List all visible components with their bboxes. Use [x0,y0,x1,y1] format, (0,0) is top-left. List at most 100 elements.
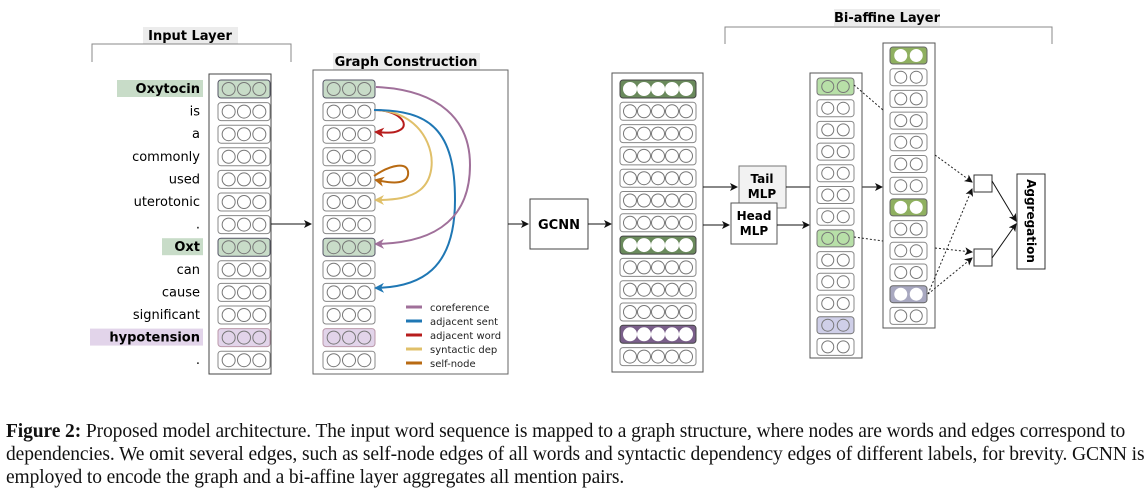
tail-representation [816,316,855,335]
unit-circle [894,157,908,171]
tail-representation [816,229,855,248]
pair-score-node-1 [973,174,993,193]
unit-circle [252,82,267,96]
unit-circle [221,353,236,368]
unit-circle [821,275,835,289]
unit-circle [326,104,341,119]
unit-circle [679,260,693,275]
word-token: . [196,353,200,368]
unit-circle [651,215,665,230]
unit-circle [651,126,665,141]
tail-representation [816,120,855,139]
unit-circle [679,327,693,342]
unit-circle [357,285,372,300]
unit-circle [651,148,665,163]
unit-circle [357,217,372,232]
tail-representation [816,337,855,356]
unit-circle [342,285,356,300]
unit-circle [836,80,850,93]
input-embedding [217,237,271,257]
unit-circle [637,215,651,230]
unit-circle [342,262,356,277]
head-representation [889,176,928,195]
input-embedding [217,350,271,370]
graph-nodes [322,79,376,370]
unit-circle [909,157,923,171]
unit-circle [357,353,372,368]
unit-circle [836,101,850,115]
tail-mlp-label-2: MLP [748,187,777,201]
word-token: can [177,263,200,278]
unit-circle [909,114,923,128]
unit-circle [651,171,665,186]
unit-circle [221,149,236,164]
unit-circle [909,179,923,193]
unit-circle [894,179,908,193]
unit-circle [326,262,341,277]
unit-circle [252,149,267,164]
unit-circle [623,171,637,186]
unit-circle [821,123,835,137]
unit-circle [237,330,251,345]
input-layer-title: Input Layer [148,29,232,44]
gcnn-node-embedding [619,280,697,300]
word-token: Oxytocin [136,82,200,97]
unit-circle [637,305,651,319]
unit-circle [909,49,923,62]
unit-circle [679,305,693,319]
unit-circle [836,297,850,310]
unit-circle [665,104,679,119]
unit-circle [357,127,372,142]
unit-circle [237,353,251,368]
unit-circle [909,309,923,323]
unit-circle [237,217,251,232]
unit-circle [357,149,372,164]
legend-label: adjacent sent [430,317,498,328]
head-representation [889,285,928,304]
unit-circle [665,260,679,275]
gcnn-output-column [611,72,704,373]
unit-circle [836,318,850,332]
unit-circle [623,349,637,364]
unit-circle [623,126,637,141]
input-embedding [217,124,271,144]
unit-circle [221,195,236,209]
unit-circle [637,126,651,141]
gcnn-node-embedding [619,213,697,233]
unit-circle [909,92,923,106]
unit-circle [637,171,651,186]
unit-circle [836,145,850,159]
unit-circle [909,244,923,258]
unit-circle [651,349,665,364]
head-representations-column [882,42,936,329]
tail-representation [816,294,855,313]
unit-circle [679,215,693,230]
unit-circle [665,193,679,208]
graph-node [322,192,376,212]
unit-circle [326,353,341,368]
unit-circle [679,82,693,96]
unit-circle [651,238,665,253]
unit-circle [252,217,267,232]
unit-circle [252,262,267,277]
pair1-to-aggregation [991,180,1017,222]
tail-representation [816,77,855,96]
unit-circle [221,172,236,187]
word-highlight [117,80,203,97]
gcnn-node-embedding [619,124,697,144]
graph-node [322,124,376,144]
word-token: Oxt [174,240,200,255]
unit-circle [357,330,372,345]
unit-circle [252,285,267,300]
head-representation [889,133,928,152]
head-representation [889,89,928,108]
unit-circle [357,82,372,96]
input-embeddings [217,79,271,370]
unit-circle [252,104,267,119]
graph-node [322,237,376,257]
word-token: uterotonic [134,195,200,210]
unit-circle [665,171,679,186]
unit-circle [237,285,251,300]
unit-circle [326,285,341,300]
